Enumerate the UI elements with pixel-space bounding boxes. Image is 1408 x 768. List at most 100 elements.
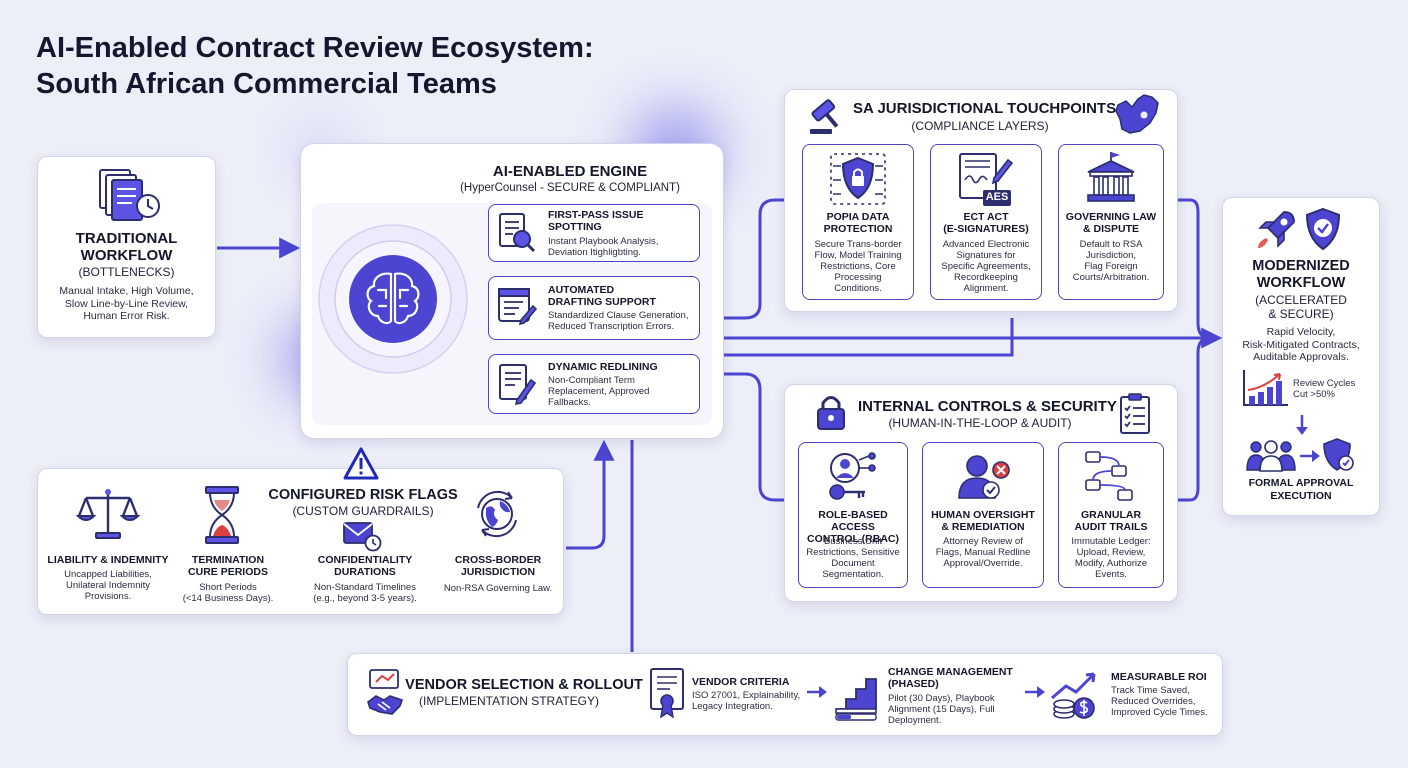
risk-4-title: CROSS-BORDER JURISDICTION bbox=[438, 554, 558, 578]
aes-badge: AES bbox=[985, 191, 1009, 203]
feature-1-title: FIRST-PASS ISSUE SPOTTING bbox=[548, 209, 644, 233]
vendor-step-1-desc-line-1: ISO 27001, Explainability, bbox=[692, 690, 801, 701]
courthouse-icon bbox=[1087, 152, 1135, 202]
feature-3-desc: Non-Compliant Term Replacement, Approved… bbox=[548, 375, 649, 408]
signature-document-icon bbox=[959, 153, 1014, 206]
risk-4-title-line-2: JURISDICTION bbox=[460, 566, 536, 578]
feature-2-desc: Standardized Clause Generation, Reduced … bbox=[548, 310, 688, 332]
internal-heading: INTERNAL CONTROLS & SECURITY bbox=[858, 398, 1117, 415]
warning-triangle-icon bbox=[343, 447, 379, 480]
internal-3-desc-line-2: Upload, Review, bbox=[1076, 547, 1146, 558]
internal-2-desc-line-1: Attorney Review of bbox=[943, 536, 1023, 547]
modern-final-line-1: FORMAL APPROVAL bbox=[1248, 477, 1354, 489]
document-stack-clock-icon bbox=[99, 169, 160, 221]
feature-1-desc: Instant Playbook Analysis, Deviation Iti… bbox=[548, 236, 658, 258]
sa-1-desc-line-5: Conditions. bbox=[834, 283, 882, 294]
south-africa-map-icon bbox=[1115, 94, 1159, 134]
risk-3-title: CONFIDENTIALITY DURATIONS bbox=[300, 554, 430, 578]
sa-item-popia bbox=[802, 144, 914, 300]
sa-3-desc: Default to RSA Jurisdiction, Flag Foreig… bbox=[1056, 239, 1166, 283]
sa-2-title: ECT ACT (E-SIGNATURES) bbox=[930, 211, 1042, 235]
audit-flow-icon bbox=[1085, 451, 1133, 501]
internal-1-desc: Business Unit Restrictions, Sensitive Do… bbox=[796, 536, 910, 580]
vendor-step-3-title: MEASURABLE ROI bbox=[1111, 671, 1207, 683]
feature-1-title-line-2: SPOTTING bbox=[548, 221, 602, 233]
vendor-step-3-desc-line-3: Improved Cycle Times. bbox=[1111, 707, 1208, 718]
risk-flags-card bbox=[37, 468, 564, 615]
risk-1-title: LIABILITY & INDEMNITY bbox=[47, 554, 169, 566]
handshake-icon bbox=[367, 669, 404, 715]
risk-4-title-line-1: CROSS-BORDER bbox=[454, 554, 542, 566]
engine-heading: AI-ENABLED ENGINE bbox=[492, 163, 648, 180]
feature-1-title-line-1: FIRST-PASS ISSUE bbox=[548, 209, 644, 221]
vendor-step-3-desc-line-2: Reduced Overrides, bbox=[1111, 696, 1196, 707]
feature-2-desc-line-1: Standardized Clause Generation, bbox=[548, 310, 689, 321]
risk-2-title-line-1: TERMINATION bbox=[191, 554, 265, 566]
sa-2-desc-line-1: Advanced Electronic bbox=[942, 239, 1030, 250]
modern-desc-line-3: Auditable Approvals. bbox=[1253, 351, 1349, 363]
shield-check-small-icon bbox=[1323, 438, 1354, 471]
risk-3-desc: Non-Standard Timelines (e.g., beyond 3-5… bbox=[300, 582, 430, 604]
traditional-desc-line-1: Manual Intake, High Volume, bbox=[59, 285, 194, 297]
vendor-step-2-desc-line-1: Pilot (30 Days), Playbook bbox=[888, 693, 995, 704]
modern-subheading: (ACCELERATED & SECURE) bbox=[1222, 293, 1380, 321]
modern-final-line-2: EXECUTION bbox=[1270, 489, 1332, 502]
internal-3-desc-line-4: Events. bbox=[1095, 569, 1127, 580]
internal-2-desc-line-3: Approval/Override. bbox=[943, 558, 1023, 569]
sa-item-governing-law bbox=[1058, 144, 1164, 300]
page-title-line-1: AI-Enabled Contract Review Ecosystem: bbox=[36, 32, 594, 64]
risk-2-title-line-2: CURE PERIODS bbox=[188, 566, 268, 578]
sa-1-desc-line-3: Restrictions, Core bbox=[820, 261, 896, 272]
sa-3-title: GOVERNING LAW & DISPUTE bbox=[1056, 211, 1166, 235]
roi-growth-icon bbox=[1051, 672, 1096, 719]
sa-1-title: POPIA DATA PROTECTION bbox=[802, 211, 914, 235]
traditional-heading: TRADITIONAL WORKFLOW bbox=[37, 230, 216, 264]
traditional-description: Manual Intake, High Volume, Slow Line-by… bbox=[37, 285, 216, 323]
internal-3-desc-line-3: Modify, Authorize bbox=[1074, 558, 1148, 569]
traditional-desc-line-2: Slow Line-by-Line Review, bbox=[64, 297, 189, 310]
feature-3-desc-line-3: Fallbacks. bbox=[548, 397, 591, 408]
internal-3-desc: Immutable Ledger: Upload, Review, Modify… bbox=[1056, 536, 1166, 580]
document-pen-icon bbox=[499, 364, 537, 406]
feature-2-title-line-1: AUTOMATED bbox=[548, 284, 615, 296]
sa-2-desc-line-4: Recordkeeping bbox=[954, 272, 1018, 283]
checklist-icon bbox=[1120, 393, 1150, 434]
modern-desc-line-1: Rapid Velocity, bbox=[1266, 326, 1336, 338]
page-title-line-2: South African Commercial Teams bbox=[36, 68, 497, 100]
vendor-step-1-title: VENDOR CRITERIA bbox=[692, 676, 790, 688]
modern-heading: MODERNIZED WORKFLOW bbox=[1222, 258, 1380, 292]
traditional-heading-line-2: WORKFLOW bbox=[80, 247, 173, 264]
internal-2-title-line-2: & REMEDIATION bbox=[941, 521, 1025, 533]
drafting-window-icon bbox=[498, 288, 537, 326]
modern-desc-line-2: Risk-Mitigated Contracts, bbox=[1242, 338, 1360, 351]
internal-1-desc-line-4: Segmentation. bbox=[822, 569, 884, 580]
sa-3-desc-line-1: Default to RSA bbox=[1079, 239, 1143, 250]
risk-2-title: TERMINATION CURE PERIODS bbox=[168, 554, 288, 578]
vendor-step-2-desc-line-2: Alignment (15 Days), Full bbox=[888, 704, 995, 715]
sa-2-title-line-2: (E-SIGNATURES) bbox=[943, 223, 1029, 235]
feature-2-title-line-2: DRAFTING SUPPORT bbox=[548, 296, 656, 308]
feature-2-title: AUTOMATED DRAFTING SUPPORT bbox=[548, 284, 656, 308]
step-arrow-icon bbox=[1025, 686, 1045, 698]
vendor-subheading: (IMPLEMENTATION STRATEGY) bbox=[418, 694, 599, 708]
internal-1-title: ROLE-BASED ACCESS CONTROL (RBAC) bbox=[796, 509, 910, 545]
sa-2-desc-line-3: Specific Agreements, bbox=[941, 261, 1031, 272]
feature-2-desc-line-2: Reduced Transcription Errors. bbox=[548, 321, 675, 332]
document-magnifier-icon bbox=[499, 213, 536, 253]
engine-subheading: (HyperCounsel - SECURE & COMPLIANT) bbox=[460, 182, 680, 194]
vendor-step-1-desc-line-2: Legacy Integration. bbox=[692, 701, 773, 712]
internal-3-title-line-1: GRANULAR bbox=[1080, 509, 1142, 521]
internal-1-desc-line-2: Restrictions, Sensitive bbox=[806, 547, 900, 558]
internal-1-desc-line-3: Document bbox=[831, 558, 875, 569]
padlock-icon bbox=[817, 396, 845, 430]
page-title: AI-Enabled Contract Review Ecosystem: So… bbox=[36, 30, 594, 102]
vendor-step-2-desc-line-3: Deployment. bbox=[888, 715, 942, 726]
vendor-step-3-desc-line-1: Track Time Saved, bbox=[1111, 685, 1190, 696]
shield-check-icon bbox=[1305, 207, 1341, 251]
risk-1-desc-line-3: Provisions. bbox=[84, 591, 132, 602]
modern-sub-line-2: & SECURE) bbox=[1268, 307, 1334, 321]
internal-3-title-line-2: AUDIT TRAILS bbox=[1074, 521, 1148, 533]
modern-final: FORMAL APPROVAL EXECUTION bbox=[1222, 477, 1380, 502]
traditional-heading-line-1: TRADITIONAL bbox=[75, 230, 178, 247]
internal-item-audit-trails bbox=[1058, 442, 1164, 588]
